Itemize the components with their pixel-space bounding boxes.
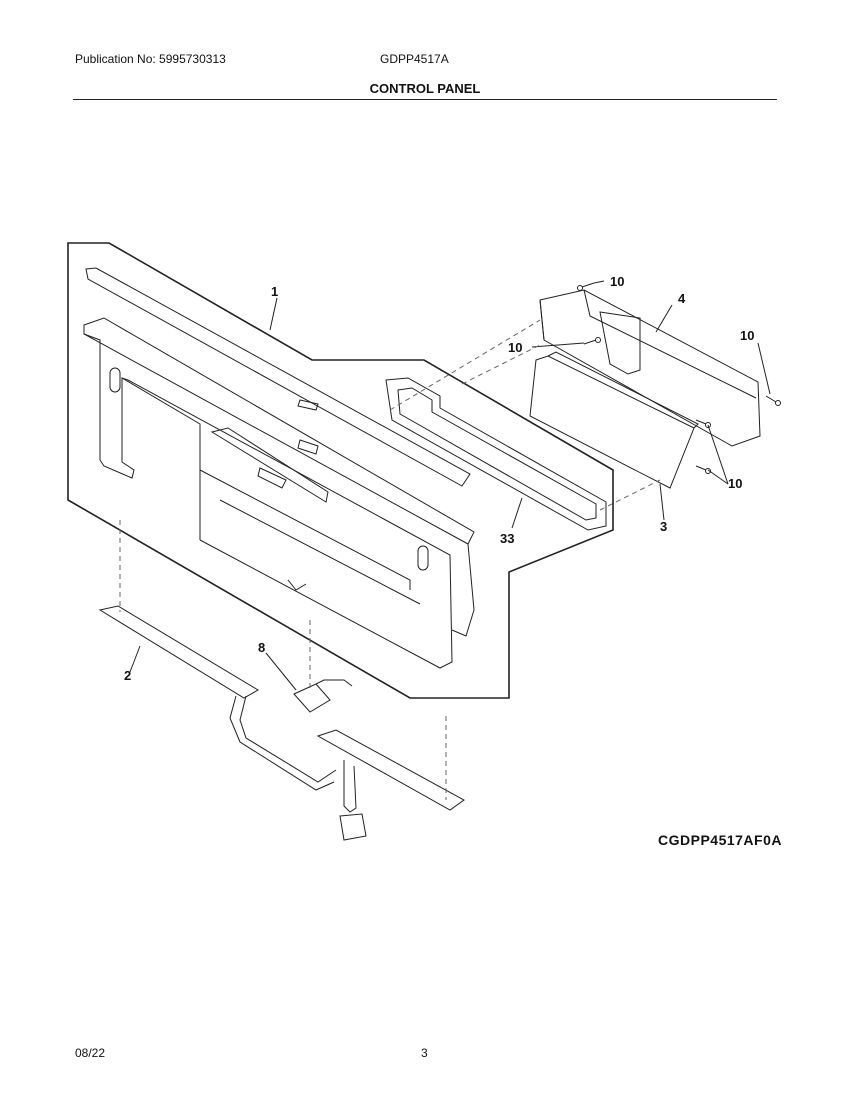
model-number: GDPP4517A <box>380 52 449 66</box>
callout-10-left: 10 <box>508 340 522 355</box>
part-4-housing <box>539 289 761 447</box>
header-rule <box>73 99 777 100</box>
part-1-control-panel <box>83 267 475 669</box>
figure-code: CGDPP4517AF0A <box>658 832 782 848</box>
page-title: CONTROL PANEL <box>369 81 481 96</box>
part-8-switch <box>293 679 353 713</box>
part-10-screws <box>577 282 781 474</box>
callout-1: 1 <box>271 284 278 299</box>
callout-10-top: 10 <box>610 274 624 289</box>
callout-10-bottom: 10 <box>728 476 742 491</box>
callout-33: 33 <box>500 531 514 546</box>
assembly-boundary <box>67 242 614 699</box>
callout-3: 3 <box>660 519 667 534</box>
footer-date: 08/22 <box>75 1046 106 1060</box>
part-33-gasket <box>385 377 607 531</box>
callout-10-right: 10 <box>740 328 754 343</box>
callout-2: 2 <box>124 668 131 683</box>
callout-4: 4 <box>678 291 686 306</box>
part-2-ribbon-cable <box>98 605 465 841</box>
leader-lines <box>129 280 771 691</box>
part-3-control-board <box>529 351 699 489</box>
alignment-dashes <box>119 319 661 800</box>
publication-number: Publication No: 5995730313 <box>75 52 226 66</box>
callout-8: 8 <box>258 640 265 655</box>
page-number: 3 <box>421 1046 428 1060</box>
